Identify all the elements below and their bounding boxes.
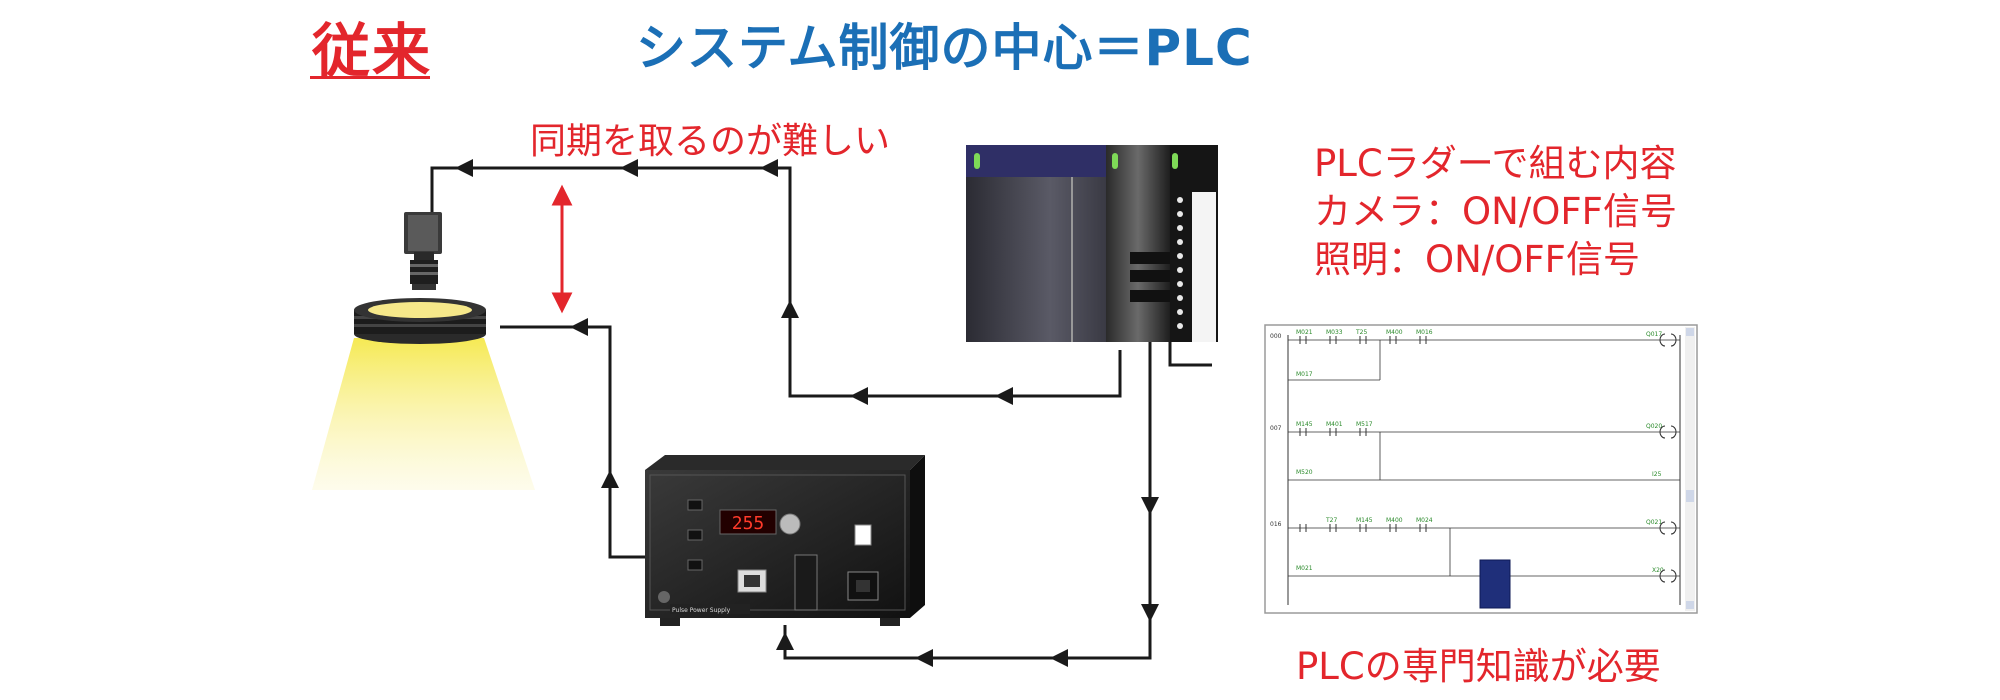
arrow-left-icon [850, 387, 868, 405]
arrow-left-icon [760, 159, 778, 177]
rung-address: 000 [1270, 333, 1282, 340]
camera-icon [404, 212, 442, 290]
contact-label: M145 [1296, 421, 1313, 428]
wire-light-to-controller [500, 325, 660, 559]
contact-label: M517 [1356, 421, 1373, 428]
contact-label: M024 [1416, 517, 1433, 524]
arrow-down-icon [1141, 604, 1159, 622]
sync-gap-arrow [551, 184, 573, 314]
arrow-up-icon [776, 632, 794, 650]
arrow-left-icon [915, 649, 933, 667]
section-tag-underline [310, 76, 430, 79]
expertise-required-note: PLCの専門知識が必要 [1296, 645, 1661, 688]
rung-address: 016 [1270, 521, 1282, 528]
controller-display: 255 [732, 513, 765, 534]
contact-label: M021 [1296, 565, 1313, 572]
ladder-heading-line-2: カメラ：ON/OFF信号 [1314, 190, 1677, 233]
ladder-diagram-panel: 000 007 016 M021 M033 T25 M400 M016 M017… [1264, 324, 1698, 614]
section-tag: 従来 [312, 17, 433, 85]
contact-label: M033 [1326, 329, 1343, 336]
ring-light [354, 298, 486, 344]
coil-label: Q017 [1646, 331, 1662, 338]
plc-unit-icon [966, 145, 1218, 367]
controller-brand-label: Pulse Power Supply [672, 607, 731, 614]
contact-label: M400 [1386, 517, 1403, 524]
contact-label: M520 [1296, 469, 1313, 476]
arrow-up-icon [601, 470, 619, 488]
contact-label: M401 [1326, 421, 1343, 428]
contact-label: M400 [1386, 329, 1403, 336]
lighting-controller-icon: 255 Pulse Power Supply [645, 455, 925, 626]
arrow-left-icon [995, 387, 1013, 405]
ladder-heading-line-3: 照明：ON/OFF信号 [1314, 238, 1640, 281]
contact-label: M021 [1296, 329, 1313, 336]
contact-label: M145 [1356, 517, 1373, 524]
sync-difficulty-note: 同期を取るのが難しい [530, 121, 891, 162]
rung-address: 007 [1270, 425, 1282, 432]
contact-label: M016 [1416, 329, 1433, 336]
arrow-left-icon [1050, 649, 1068, 667]
contact-label: T27 [1325, 517, 1337, 524]
arrow-left-icon [570, 318, 588, 336]
arrow-left-icon [620, 159, 638, 177]
coil-label: Q021 [1646, 519, 1662, 526]
coil-label: X20 [1652, 567, 1664, 574]
light-beam [312, 338, 535, 490]
wire-plc-to-camera [430, 166, 792, 310]
wire-plc-to-light [788, 310, 1122, 398]
coil-label: Q020 [1646, 423, 1662, 430]
diagram-title: システム制御の中心＝PLC [636, 19, 1253, 77]
ladder-heading-line-1: PLCラダーで組む内容 [1314, 142, 1677, 185]
selected-cell-cursor [1479, 559, 1511, 609]
contact-label: T25 [1355, 329, 1367, 336]
ladder-content-heading: PLCラダーで組む内容 カメラ：ON/OFF信号 照明：ON/OFF信号 [1314, 140, 1677, 284]
arrow-down-icon [1141, 497, 1159, 515]
coil-label: I25 [1652, 471, 1662, 478]
contact-label: M017 [1296, 371, 1313, 378]
arrow-left-icon [455, 159, 473, 177]
arrow-up-icon [781, 300, 799, 318]
signal-arrows [455, 159, 1159, 667]
